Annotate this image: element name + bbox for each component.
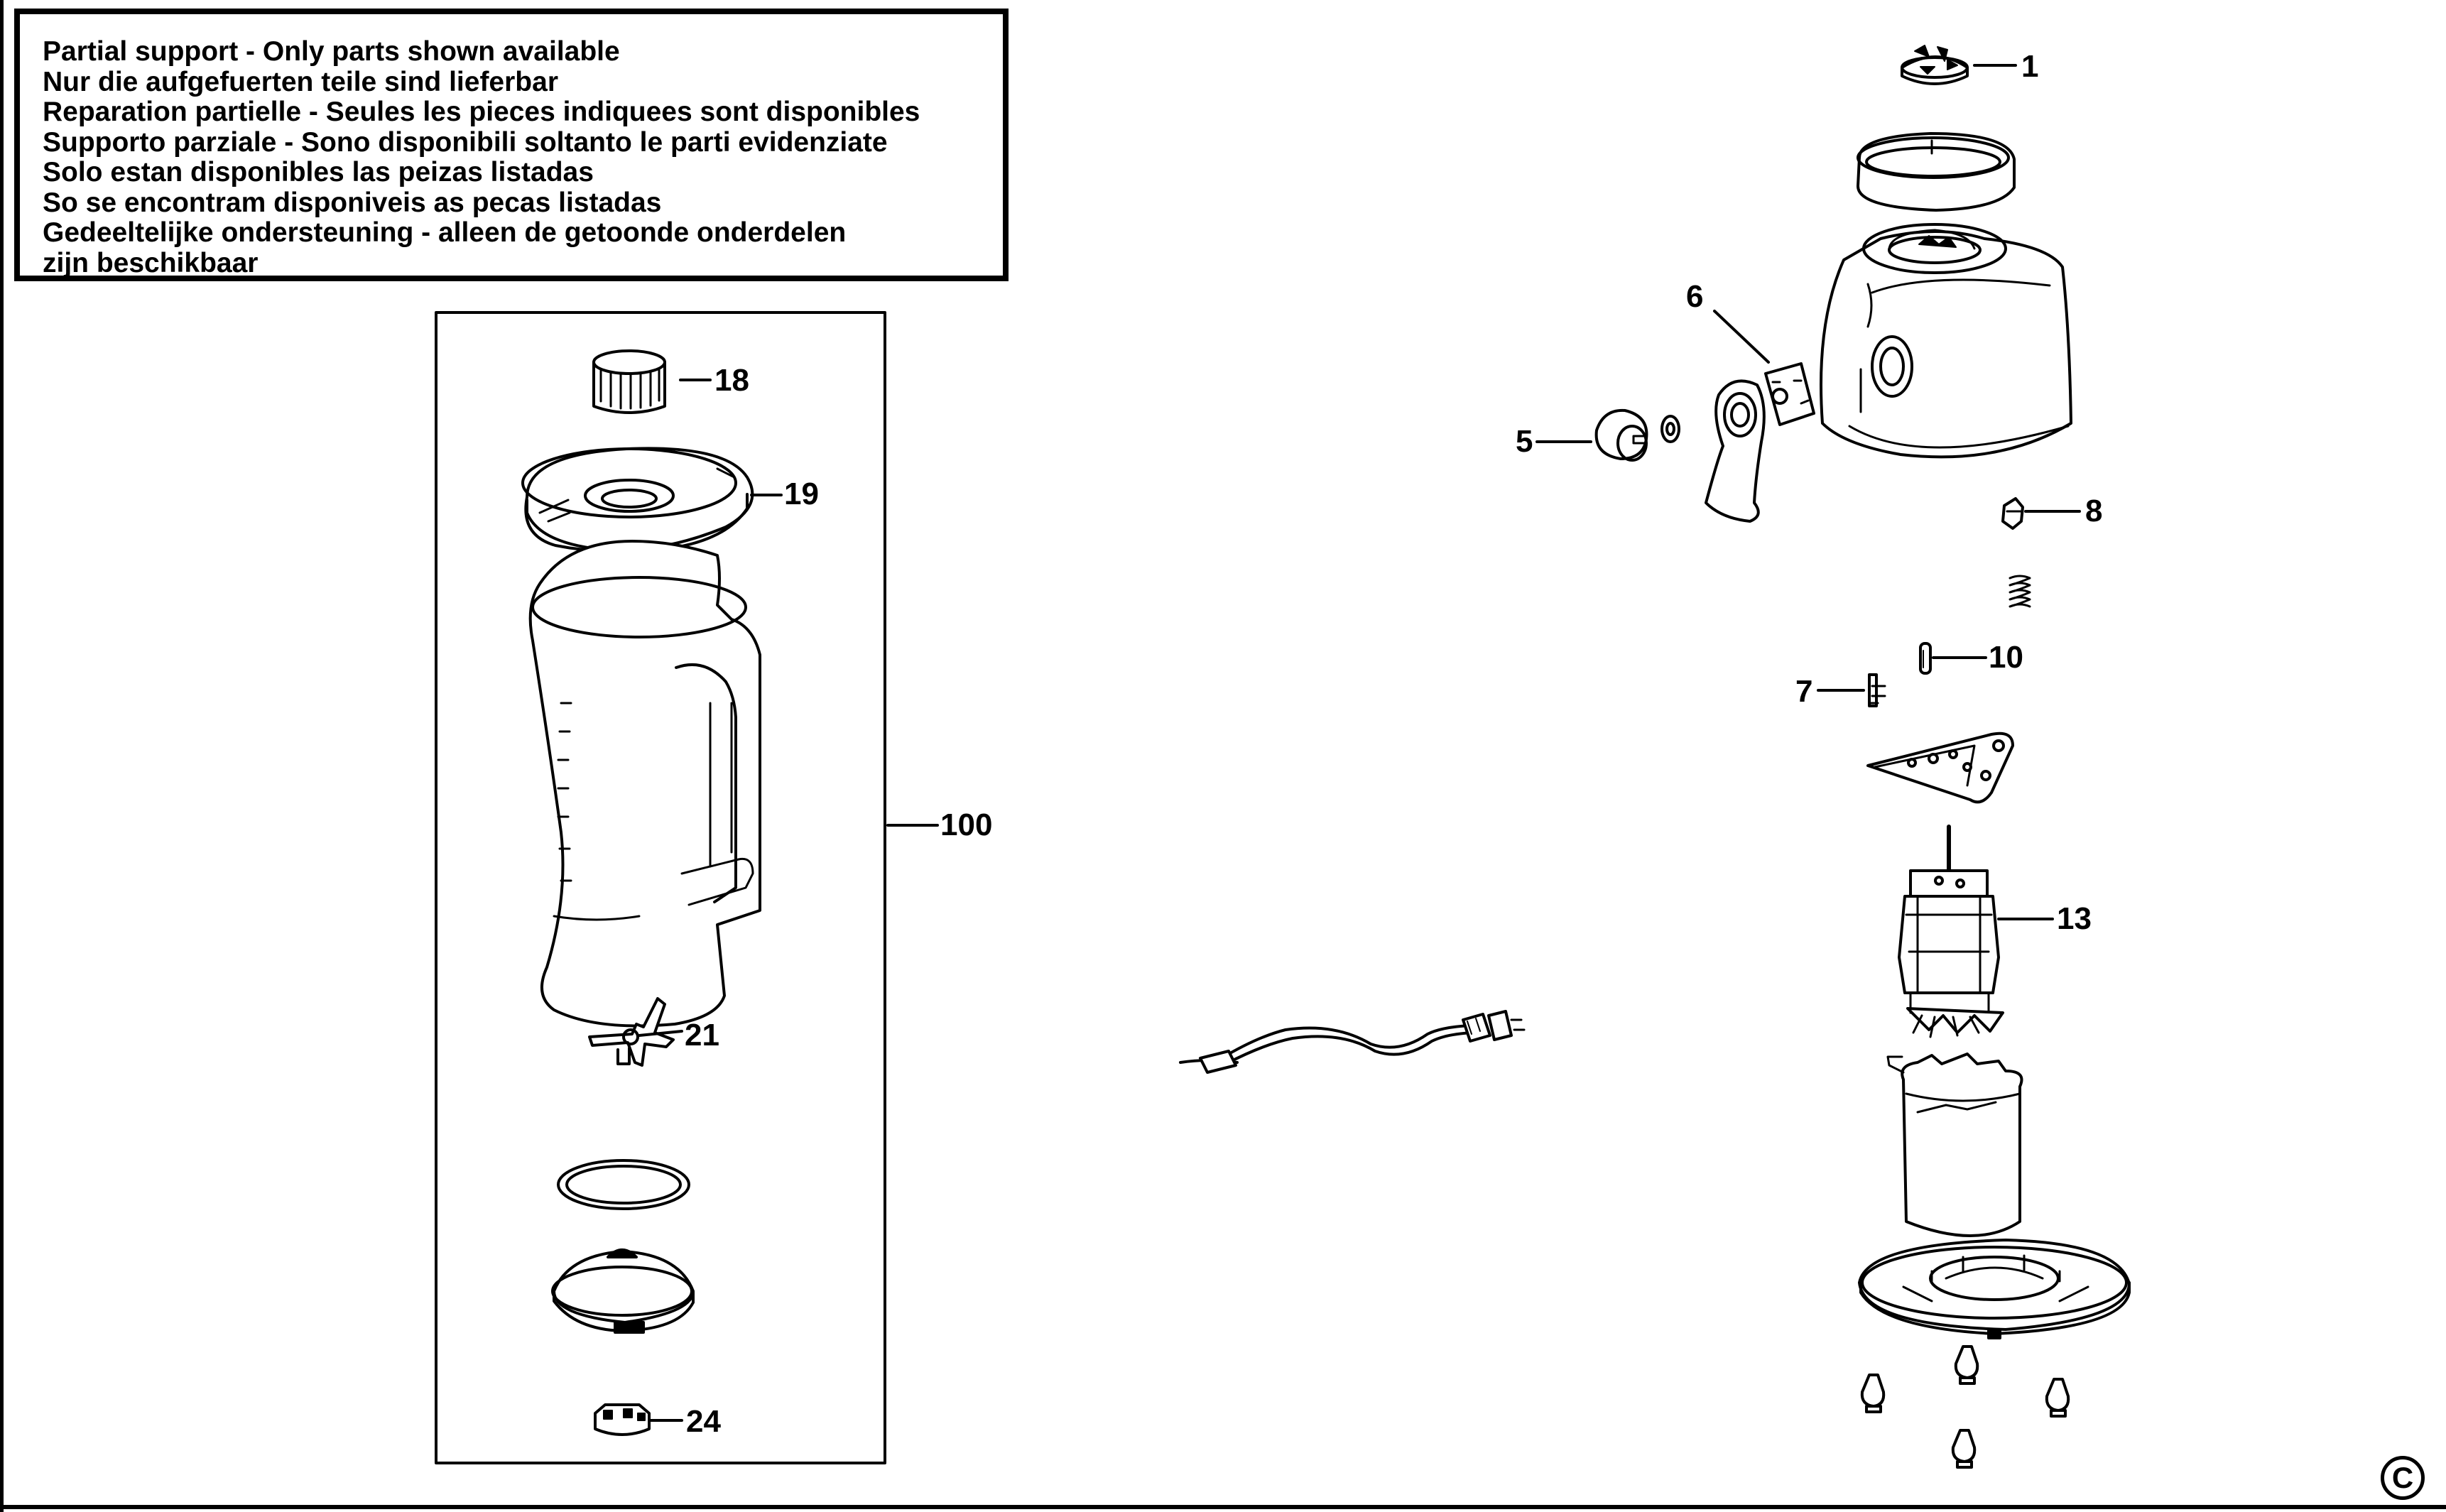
- part-5-control-knob: [1594, 408, 1648, 462]
- part-10-retaining-clip: [1919, 642, 1932, 675]
- part-21-blade-assembly: [588, 997, 675, 1067]
- page-left-border: [0, 0, 4, 1512]
- part-8-push-button: [2001, 497, 2024, 530]
- part-6-switch: [1764, 362, 1815, 426]
- part-label-1: 1: [2021, 49, 2038, 84]
- part-13-motor: [1898, 825, 2004, 1038]
- part-power-cord: [1179, 1010, 1526, 1074]
- copyright-symbol: C: [2381, 1456, 2425, 1500]
- part-label-10: 10: [1989, 640, 2023, 675]
- part-base-plate: [1858, 1239, 2131, 1339]
- notice-line: Solo estan disponibles las peizas listad…: [43, 157, 594, 187]
- part-jar-base: [551, 1249, 695, 1334]
- notice-line: Nur die aufgefuerten teile sind lieferba…: [43, 66, 558, 97]
- partial-support-notice: Partial support - Only parts shown avail…: [14, 9, 1009, 281]
- part-label-24: 24: [686, 1404, 721, 1439]
- jar-assembly-frame: [435, 311, 886, 1464]
- part-19-jar-lid: [521, 447, 754, 553]
- part-jar-seat-ring: [1857, 132, 2016, 212]
- part-motor-cover: [1886, 1053, 2023, 1237]
- part-motor-bracket: [1866, 731, 2014, 804]
- notice-line: Reparation partielle - Seules les pieces…: [43, 97, 920, 127]
- notice-line: Supporto parziale - Sono disponibili sol…: [43, 126, 888, 158]
- part-rubber-feet: [1860, 1345, 2070, 1469]
- part-label-7: 7: [1795, 674, 1812, 709]
- part-sealing-ring: [557, 1159, 690, 1210]
- notice-line: zijn beschikbaar: [43, 247, 259, 278]
- page-bottom-border: [0, 1505, 2446, 1509]
- part-motor-housing: [1820, 223, 2072, 459]
- part-label-13: 13: [2057, 901, 2092, 936]
- part-label-100: 100: [940, 807, 992, 842]
- part-label-8: 8: [2085, 494, 2102, 528]
- part-7-terminal: [1868, 673, 1886, 707]
- part-18-measuring-cap: [592, 349, 666, 414]
- part-switch-plate: [1705, 379, 1766, 523]
- part-label-18: 18: [714, 363, 749, 398]
- part-100-jar: [528, 540, 761, 1028]
- notice-line: Partial support - Only parts shown avail…: [43, 36, 620, 67]
- part-label-19: 19: [784, 477, 819, 511]
- part-label-5: 5: [1516, 424, 1533, 459]
- part-button-spring: [2009, 575, 2031, 608]
- part-label-6: 6: [1686, 279, 1703, 314]
- part-knob-washer: [1660, 415, 1680, 443]
- notice-line: So se encontram disponiveis as pecas lis…: [43, 187, 662, 218]
- notice-line: Gedeeltelijke ondersteuning - alleen de …: [43, 217, 847, 248]
- part-label-21: 21: [685, 1018, 719, 1053]
- part-1-motor-coupler: [1901, 45, 1969, 85]
- leader-line-6: [1713, 310, 1770, 364]
- part-24-drive-coupling: [594, 1403, 651, 1436]
- leader-line-21: [638, 1030, 683, 1037]
